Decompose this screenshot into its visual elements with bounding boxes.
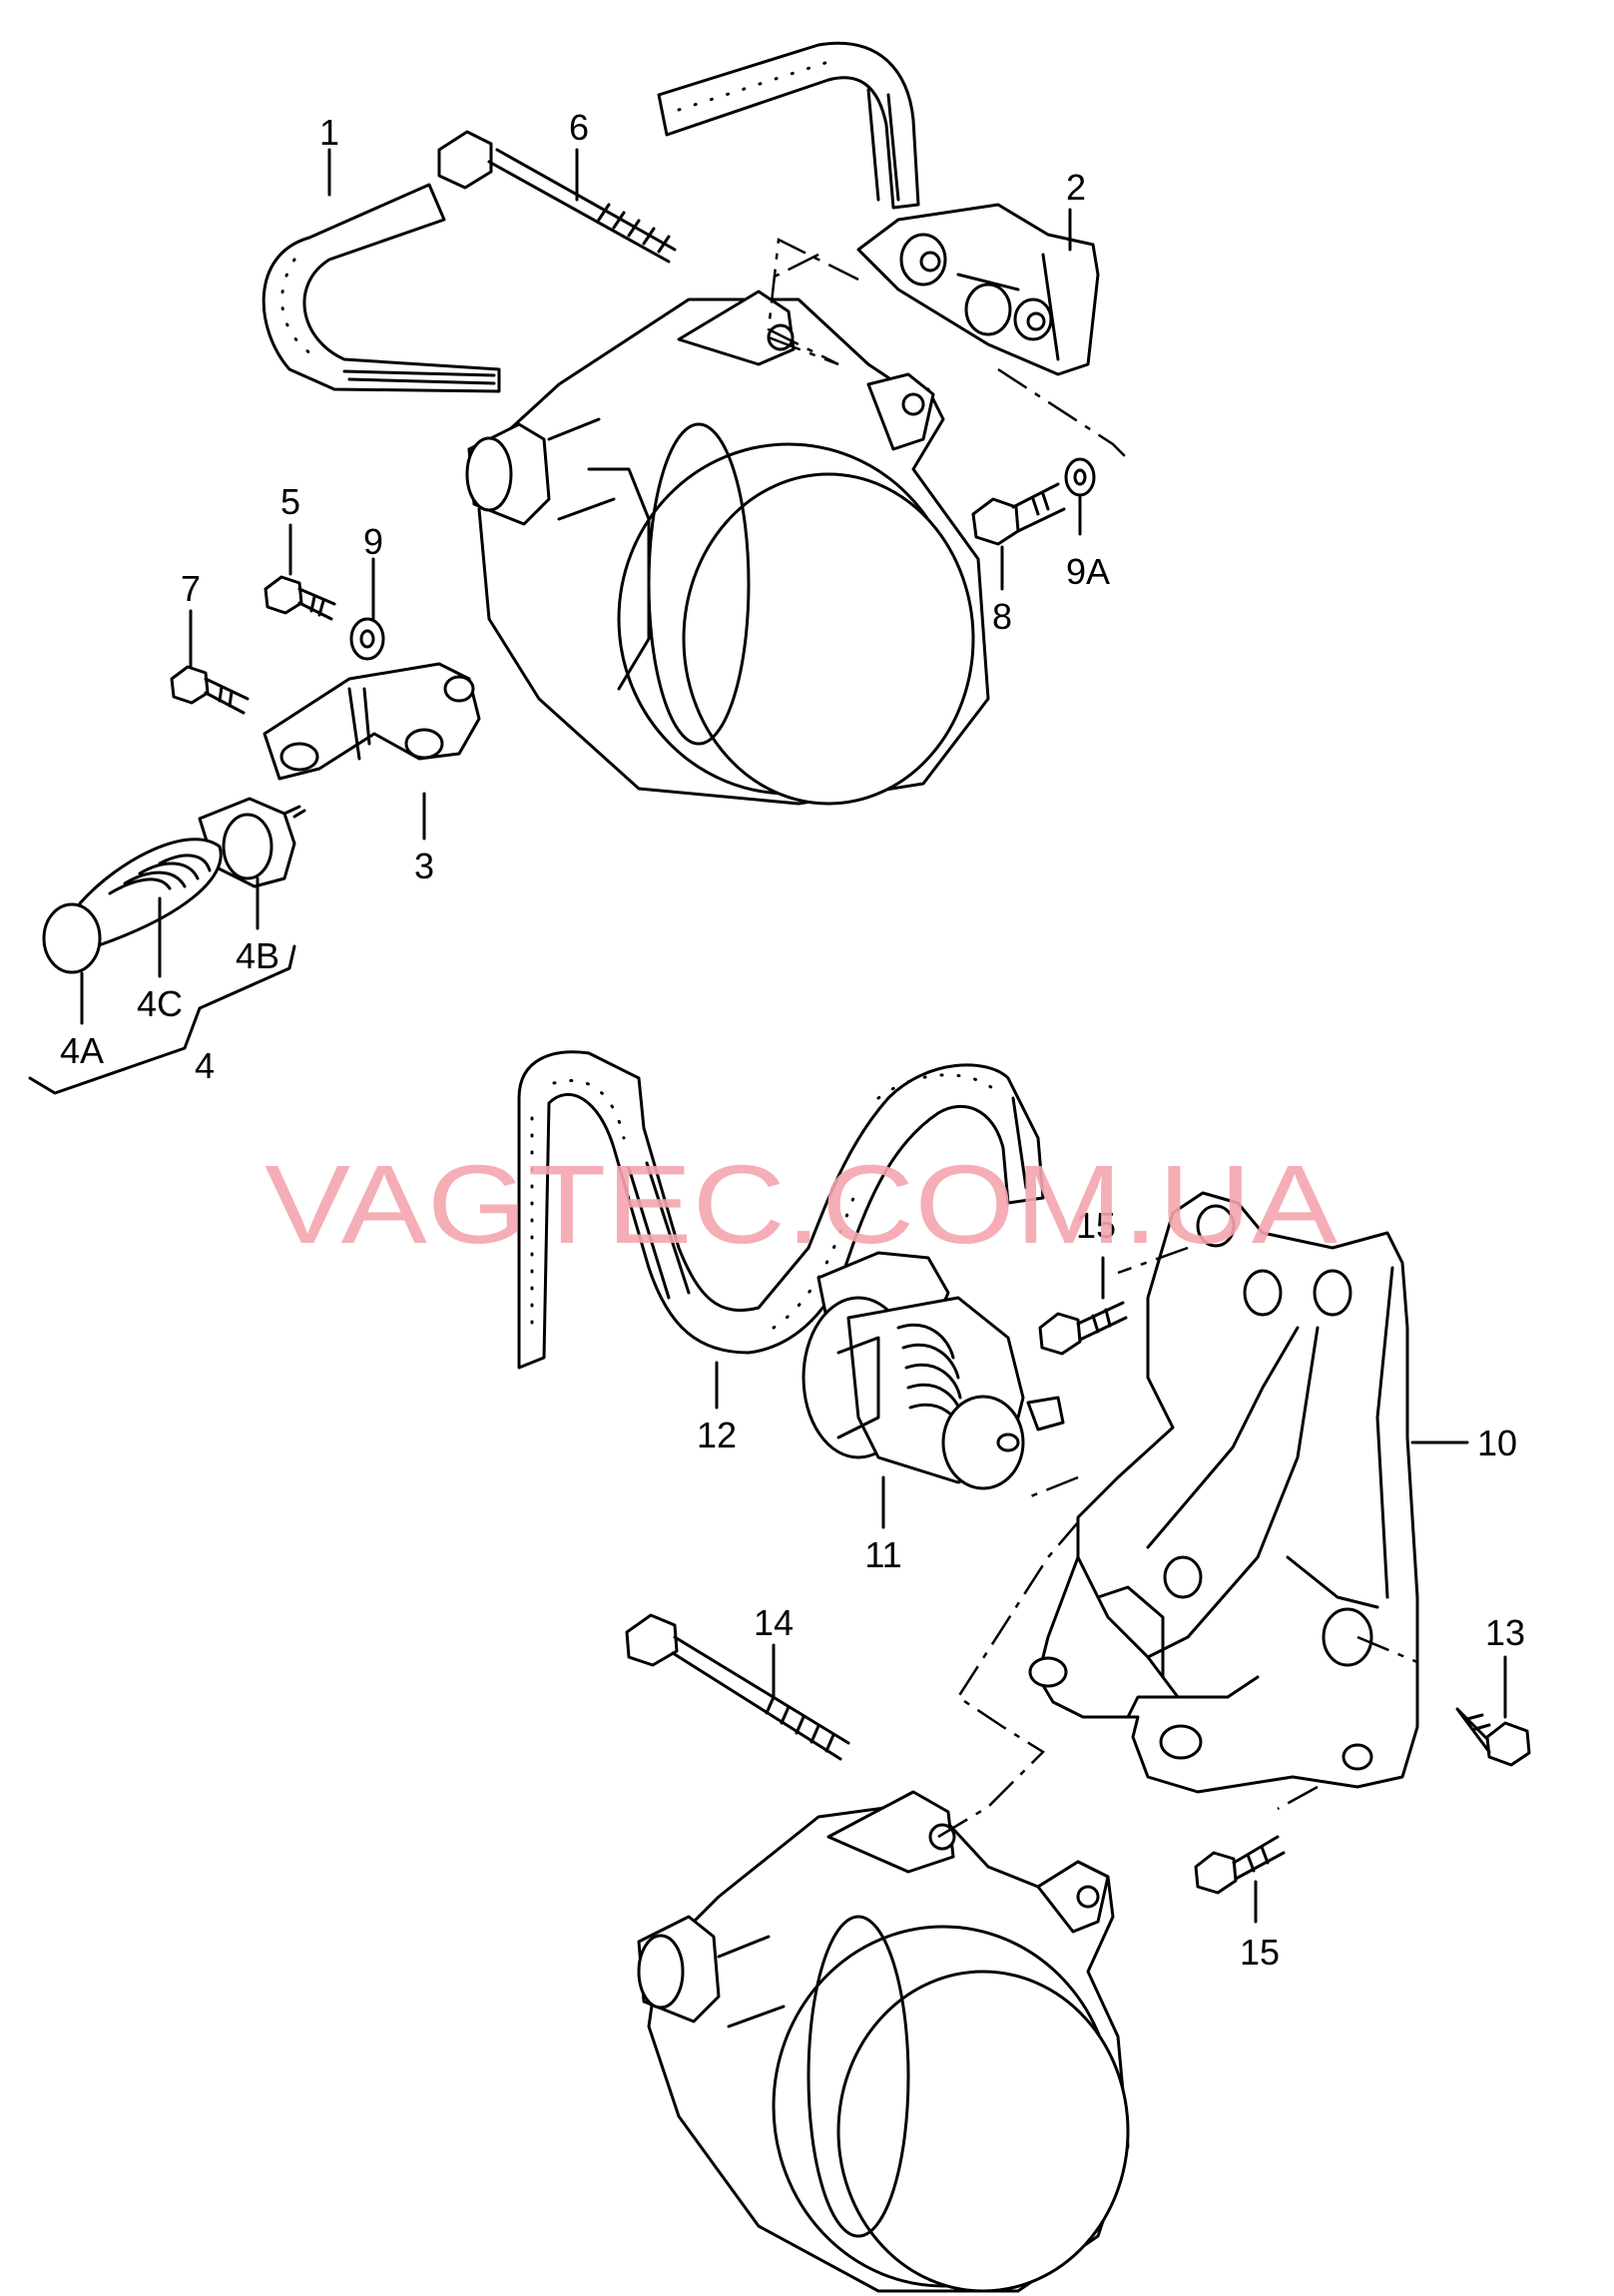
callout-1: 1 [319,112,339,153]
alignment-line-upper-c [768,253,819,282]
washer-9 [349,617,385,661]
callout-13: 13 [1485,1612,1525,1653]
alignment-line-lower-c [1356,1635,1418,1664]
callout-4b: 4B [236,935,279,976]
callout-9a: 9A [1066,551,1110,592]
callout-3: 3 [414,846,434,886]
bracket-2 [856,203,1100,376]
alignment-line-lower-b [1027,1475,1079,1499]
watermark: VAGTEC.COM.UA [265,1142,1338,1267]
callout-6: 6 [569,107,589,148]
bolt-8 [971,482,1066,546]
bolt-6 [437,130,677,264]
alignment-line-lower-a [937,1521,1079,1839]
alignment-line-upper-a [767,238,859,366]
belt-12 [517,1050,1045,1370]
belt-1 [262,183,501,393]
callout-15-upper: 15 [1076,1205,1116,1246]
callout-10: 10 [1477,1423,1517,1463]
alignment-line-upper-b [997,367,1129,460]
belt-upper [657,41,920,210]
leader-lines-upper [28,148,1082,1095]
alternator-lower [637,1790,1130,2293]
callout-4c: 4C [137,983,183,1024]
screw-13 [1455,1707,1531,1767]
callout-4a: 4A [60,1030,104,1071]
bolt-15-lower [1194,1835,1286,1895]
tensioner-11 [802,1251,1065,1490]
callout-7: 7 [181,568,201,609]
bolt-14 [625,1613,850,1761]
callout-8: 8 [992,596,1012,637]
callout-14: 14 [754,1602,794,1643]
callout-2: 2 [1066,167,1086,208]
washer-9a [1064,457,1096,497]
callout-5: 5 [280,481,300,522]
bolt-7 [170,665,250,715]
callout-12: 12 [697,1415,737,1455]
callout-9: 9 [363,521,383,562]
mounting-bracket-10 [1028,1191,1419,1794]
alignment-line-lower-d [1277,1785,1319,1811]
leader-lines-lower [715,1256,1507,1924]
callout-labels: 1 2 3 4 4A 4B 4C 5 6 7 8 9 9A 10 11 12 1… [60,107,1525,1973]
alternator-upper [465,289,990,806]
bolt-5 [264,575,336,621]
callout-11: 11 [864,1534,901,1575]
bracket-3 [263,662,481,781]
alignment-line-lower-e [1117,1246,1189,1275]
sensor-4 [42,797,306,974]
bolt-15-upper [1038,1301,1128,1356]
callout-15-lower: 15 [1240,1932,1280,1973]
callout-4: 4 [195,1045,215,1086]
